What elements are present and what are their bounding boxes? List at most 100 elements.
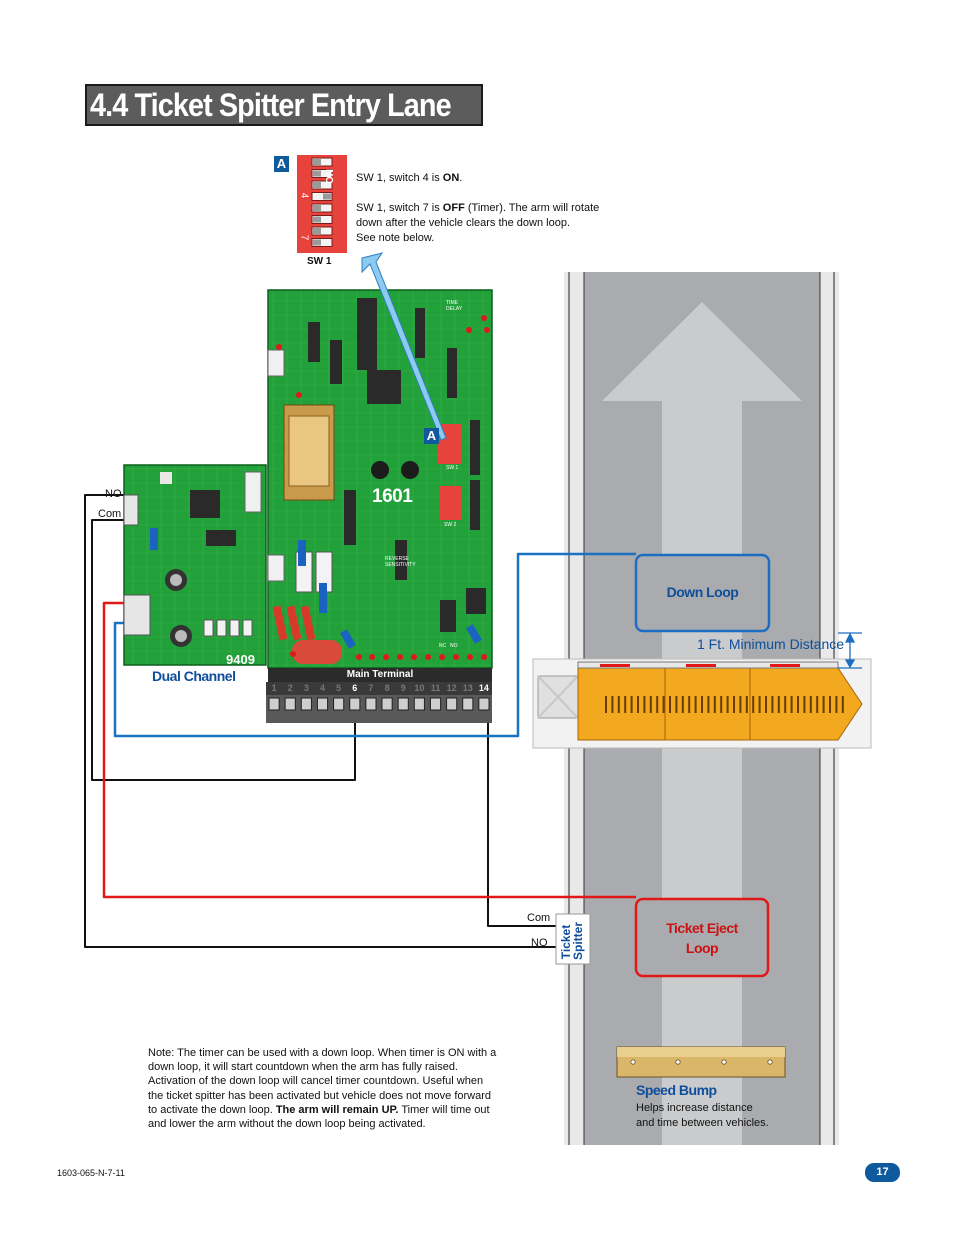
terminal-number: 10 — [414, 683, 425, 693]
terminal-number: 4 — [319, 683, 325, 693]
terminal-screw — [300, 697, 312, 711]
reverse-sensitivity-label: REVERSE SENSITIVITY — [385, 556, 416, 568]
page-title: 4.4 Ticket Spitter Entry Lane — [90, 87, 452, 123]
dip-toggle — [313, 182, 321, 188]
dip-number-7: 7 — [298, 234, 310, 241]
9409-com-label: Com — [98, 508, 122, 520]
ticket-spitter-unit — [555, 913, 591, 965]
terminal-screw — [268, 697, 280, 711]
terminal-screw — [365, 697, 377, 711]
timer-note: Note: The timer can be used with a down … — [148, 1046, 496, 1131]
terminal-screw — [478, 697, 490, 711]
terminal-screw — [284, 697, 296, 711]
dip-slot — [311, 180, 333, 190]
note-line5: to activate the down loop. The arm will … — [148, 1103, 490, 1116]
board-1601-label: 1601 — [372, 486, 413, 507]
dip-slot — [311, 215, 333, 224]
sw1-board-label: SW 1 — [446, 465, 459, 471]
dip-note-line4: See note below. — [356, 232, 435, 244]
dip-toggle — [323, 193, 331, 200]
dip-number-4: 4 — [298, 192, 310, 199]
speed-bump-desc-line2: and time between vehicles. — [636, 1117, 769, 1129]
terminal-number: 1 — [271, 683, 277, 693]
terminal-number: 2 — [287, 683, 293, 693]
title-background — [85, 84, 483, 126]
dip-slot — [311, 238, 333, 247]
dual-channel-label: Dual Channel — [152, 668, 236, 684]
note-line6: and lower the arm without the down loop … — [148, 1118, 426, 1131]
dip-toggle — [313, 239, 321, 246]
page-number: 17 — [865, 1163, 900, 1182]
ticket-eject-loop-label: Ticket Eject Loop — [636, 918, 768, 958]
dip-note-line3: down after the vehicle clears the down l… — [356, 217, 571, 229]
down-loop-label: Down Loop — [666, 584, 739, 600]
terminal-screw — [381, 697, 393, 711]
spitter-no-label: NO — [531, 937, 548, 949]
ticket-spitter-line2: Spitter — [571, 921, 585, 960]
dip-slot — [311, 157, 333, 167]
terminal-number: 6 — [352, 683, 358, 693]
spitter-com-label: Com — [527, 912, 551, 924]
dip-slot — [311, 226, 333, 236]
dip-toggle — [313, 228, 321, 234]
speed-bump-desc-line1: Helps increase distance — [636, 1102, 753, 1114]
terminal-number: 9 — [400, 683, 406, 693]
nc-label: NC — [439, 643, 447, 649]
dip-slot — [311, 203, 333, 213]
note-line2: down loop, it will start countdown when … — [148, 1061, 458, 1074]
dip-note-line1: SW 1, switch 4 is ON. — [356, 172, 463, 184]
terminal-screw — [333, 697, 345, 711]
dip-slot — [311, 169, 333, 178]
terminal-screw — [413, 697, 425, 711]
terminal-number: 12 — [446, 683, 457, 693]
dip-toggle — [313, 205, 321, 211]
ticket-eject-line1: Ticket Eject — [666, 920, 738, 936]
terminal-number: 8 — [384, 683, 390, 693]
distance-marker — [838, 632, 862, 669]
note-line4: the ticket spitter has been activated bu… — [148, 1089, 492, 1102]
speed-bump-title: Speed Bump — [636, 1082, 717, 1098]
dip-on-label: ON — [325, 169, 336, 184]
distance-label: 1 Ft. Minimum Distance — [697, 636, 845, 652]
9409-no-label: NO — [105, 488, 122, 500]
dip-caption: SW 1 — [307, 256, 332, 267]
down-loop — [634, 553, 771, 633]
terminal-number: 13 — [462, 683, 473, 693]
main-terminal-label: Main Terminal — [346, 669, 414, 680]
dip-slot — [311, 192, 333, 201]
no-board-label: NO — [450, 643, 458, 649]
dip-toggle — [313, 159, 321, 165]
ticket-eject-line2: Loop — [685, 940, 719, 956]
board-1601 — [267, 289, 493, 669]
terminal-screw — [429, 697, 442, 711]
board-9409 — [123, 464, 267, 666]
terminal-screw — [446, 697, 458, 711]
dip-switch-sw1-detail — [297, 155, 347, 253]
terminal-number: 11 — [430, 683, 441, 693]
sw2-board-label: SW 2 — [444, 522, 457, 528]
terminal-number: 7 — [368, 683, 374, 693]
terminal-number: 14 — [478, 683, 489, 693]
gate-arm — [532, 658, 872, 749]
terminal-screw — [316, 697, 329, 711]
terminal-screw — [462, 697, 474, 711]
note-line1: Note: The timer can be used with a down … — [148, 1047, 497, 1059]
main-terminal-strip — [266, 668, 492, 723]
board-9409-label: 9409 — [226, 652, 255, 667]
terminal-number: 3 — [303, 683, 309, 693]
ticket-eject-loop — [634, 897, 770, 978]
dip-toggle — [313, 216, 321, 223]
note-line3: Activation of the down loop will cancel … — [148, 1075, 484, 1088]
terminal-screw — [397, 697, 409, 711]
ticket-spitter-label: Ticket Spitter — [556, 914, 590, 964]
dip-toggle — [313, 170, 321, 177]
pointer-arrow — [361, 252, 447, 441]
terminal-screw — [349, 697, 361, 711]
board-badge-a: A — [424, 428, 439, 444]
wiring — [84, 494, 636, 948]
dip-note-line2: SW 1, switch 7 is OFF (Timer). The arm w… — [356, 202, 600, 214]
time-delay-label: TIME DELAY — [446, 300, 463, 312]
terminal-number: 5 — [336, 683, 342, 693]
